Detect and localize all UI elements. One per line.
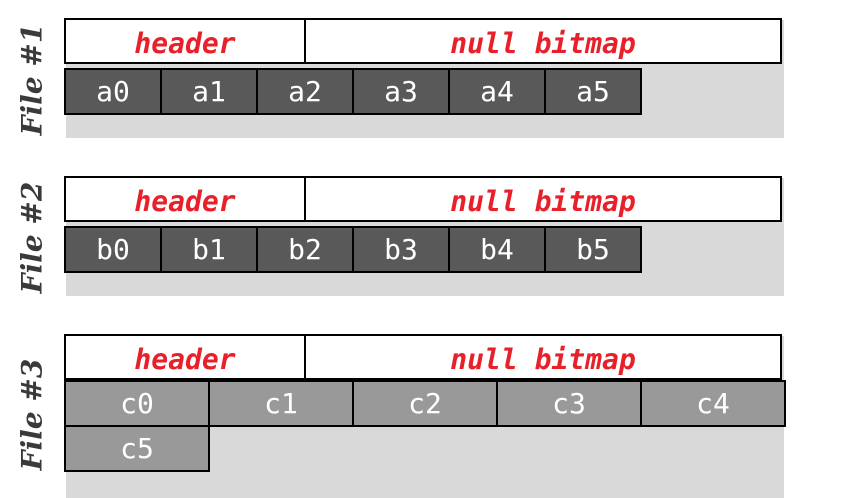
file-2-header-row: header null bitmap (64, 176, 782, 222)
file-3-column-chunk: c1 (208, 380, 354, 427)
file-3-header-row: header null bitmap (64, 334, 782, 380)
file-3-label: File #3 (15, 358, 49, 470)
file-2-column-row: b0 b1 b2 b3 b4 b5 (64, 226, 642, 273)
file-3-block: File #3 header null bitmap c0 c1 c2 c3 c… (0, 316, 842, 498)
file-2-label: File #2 (15, 181, 49, 293)
file-1-column-row: a0 a1 a2 a3 a4 a5 (64, 68, 642, 115)
file-2-block: File #2 header null bitmap b0 b1 b2 b3 b… (0, 158, 842, 308)
file-1-label: File #1 (15, 23, 49, 135)
file-3-column-row: c5 (64, 425, 210, 472)
file-2-null-bitmap: null bitmap (450, 184, 636, 218)
file-1-column-chunk: a5 (544, 68, 642, 115)
file-1-block: File #1 header null bitmap a0 a1 a2 a3 a… (0, 0, 842, 150)
file-1-column-chunk: a2 (256, 68, 354, 115)
file-2-column-chunk: b2 (256, 226, 354, 273)
file-1-header: header (66, 20, 306, 62)
file-3-column-chunk: c5 (64, 425, 210, 472)
file-2-column-chunk: b3 (352, 226, 450, 273)
file-2-header: header (66, 178, 306, 220)
file-2-column-chunk: b0 (64, 226, 162, 273)
file-1-column-chunk: a4 (448, 68, 546, 115)
file-3-column-chunk: c3 (496, 380, 642, 427)
file-3-column-chunk: c0 (64, 380, 210, 427)
file-2-column-chunk: b4 (448, 226, 546, 273)
file-1-column-chunk: a3 (352, 68, 450, 115)
file-3-header: header (66, 336, 306, 378)
file-1-column-chunk: a1 (160, 68, 258, 115)
file-2-column-chunk: b1 (160, 226, 258, 273)
file-3-column-chunk: c2 (352, 380, 498, 427)
file-2-column-chunk: b5 (544, 226, 642, 273)
file-1-null-bitmap: null bitmap (450, 26, 636, 60)
file-3-column-row: c0 c1 c2 c3 c4 (64, 380, 786, 427)
file-1-header-row: header null bitmap (64, 18, 782, 64)
file-1-column-chunk: a0 (64, 68, 162, 115)
file-3-column-chunk: c4 (640, 380, 786, 427)
file-3-null-bitmap: null bitmap (450, 342, 636, 376)
